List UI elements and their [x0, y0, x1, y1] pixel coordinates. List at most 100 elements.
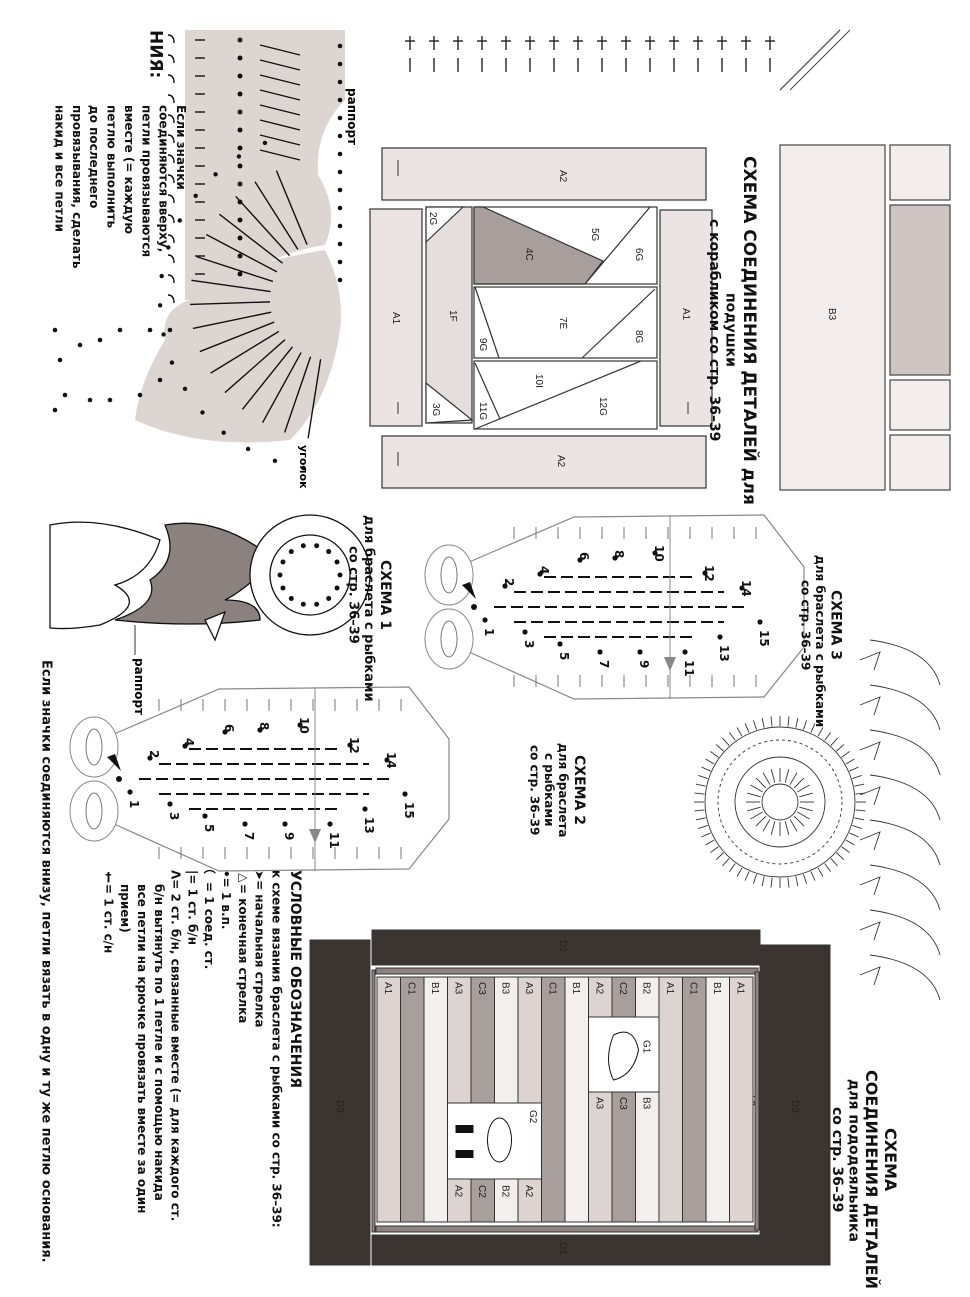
label-g1: G1 [641, 1040, 652, 1054]
stripe-label-B1: B1 [711, 982, 722, 995]
scheme2-row-dot [297, 722, 303, 728]
piece-d2 [759, 944, 831, 1266]
scheme3-row-dot [597, 649, 603, 655]
label-d2: D2 [789, 1100, 800, 1113]
scheme3-line2: для браслета с рыбками [812, 555, 827, 728]
scheme3-eye-icon [440, 556, 458, 594]
g2-below-label-A2: A2 [453, 1185, 464, 1198]
stripe-C1 [541, 976, 566, 1223]
stripe-A1 [376, 976, 401, 1223]
scheme3-row-dot [612, 555, 618, 561]
label-6g: 6G [633, 248, 644, 262]
label-g2: G2 [527, 1110, 538, 1124]
stripe-label-B2: B2 [641, 982, 652, 995]
g1-below-label-B3: B3 [641, 1097, 652, 1110]
g2-below-label-A2: A2 [523, 1185, 534, 1198]
scheme3-row-number-12: 12 [702, 565, 716, 582]
scheme3-row-number-9: 9 [637, 660, 651, 668]
label-10i: 10I [533, 374, 544, 388]
scheme3-title: СХЕМА 3 [827, 589, 844, 660]
scheme2-row-dot [167, 801, 173, 807]
scheme3-row-dot [682, 649, 688, 655]
scheme2-row-number-3: 3 [167, 812, 181, 820]
piece-a1-right [659, 209, 713, 427]
label-d3: D3 [334, 1100, 345, 1113]
scheme2-row-dot [222, 729, 228, 735]
scheme3-start-arrow-icon [462, 582, 476, 599]
cushion-title-line: СХЕМА СОЕДИНЕНИЯ ДЕТАЛЕЙ для [738, 155, 759, 505]
scheme2-row-dot [384, 757, 390, 763]
edging-note-line: провязывания, сделать [69, 105, 84, 269]
label-a1-right: A1 [680, 308, 691, 321]
scheme2-row-dot [257, 727, 263, 733]
scheme3-caption: СХЕМА 3 для браслета с рыбками со стр. 3… [798, 555, 844, 728]
label-a2-top: A2 [557, 170, 568, 183]
stripe-label-C3: C3 [476, 982, 487, 995]
legend-symbol-icon: ➤ [252, 870, 267, 881]
scheme3-row-number-8: 8 [612, 550, 626, 558]
legend-symbol-icon: ▷ [235, 870, 250, 884]
scheme2-row-number-10: 10 [297, 717, 311, 734]
label-2g: 2G [427, 212, 438, 226]
legend-text: = конечная стрелка [235, 884, 250, 1024]
legend-item: все петли на крючке провязать вместе за … [133, 870, 150, 1228]
scheme2-start-dot [116, 776, 122, 782]
legend-item: †= 1 ст. с/н [100, 870, 117, 1228]
label-7e: 7E [557, 317, 568, 330]
legend-item: •= 1 в.п. [217, 870, 234, 1228]
scheme2-row-dot [362, 806, 368, 812]
scheme2-row-number-2: 2 [147, 750, 161, 758]
stripe-B1 [423, 976, 448, 1223]
legend-symbol-icon: Λ [168, 870, 183, 880]
edging-note-line: Если значки [174, 105, 189, 190]
stripe-label-A3: A3 [523, 982, 534, 995]
scheme3-row-dot [637, 649, 643, 655]
stripe-label-B1: B1 [570, 982, 581, 995]
scheme2-row-dot [347, 742, 353, 748]
diagonal-edge-line [789, 29, 851, 91]
scheme3-row-dot [739, 585, 745, 591]
scheme3-row-number-7: 7 [597, 660, 611, 668]
scheme3-row-dot [577, 557, 583, 563]
scheme2-head-lobe [69, 780, 119, 842]
label-12g: 12G [597, 397, 608, 416]
stripe-label-A1: A1 [382, 982, 393, 995]
legend-symbol-icon: ⌒ [202, 870, 217, 882]
label-corner: уголок [297, 445, 310, 489]
edging-note-line: петлю выполнить [104, 105, 119, 229]
scheme3-row-number-3: 3 [522, 640, 536, 648]
cushion-subtitle: подушки [722, 293, 739, 367]
duvet-scheme-title: СХЕМА СОЕДИНЕНИЯ ДЕТАЛЕЙ для пододеяльни… [828, 1070, 900, 1289]
legend-text: = начальная стрелка [252, 880, 267, 1028]
scheme2-row-number-12: 12 [347, 737, 361, 754]
g1-below-label-A3: A3 [594, 1097, 605, 1110]
legend-title: УСЛОВНЫЕ ОБОЗНАЧЕНИЯ [287, 870, 303, 1088]
legend-item: Λ= 2 ст. б/н, связанные вместе (= для ка… [167, 870, 184, 1228]
label-1f: 1F [447, 310, 458, 322]
scheme3-row-dot [652, 550, 658, 556]
legend-text: б/н вытянуть по 1 петле и с помощью наки… [151, 884, 166, 1201]
duvet-title-line4: со стр. 36–39 [828, 1107, 845, 1213]
scheme1-caption: СХЕМА 1 для браслета с рыбками со стр. 3… [345, 515, 393, 702]
label-d1-top: D1 [557, 940, 568, 953]
legend-item: |= 1 ст. б/н [184, 870, 201, 1228]
scheme3-eye-icon [440, 620, 458, 658]
scheme2-line2: для браслета [556, 742, 571, 838]
legend-item: прием) [116, 870, 133, 1228]
piece-2g [425, 206, 465, 244]
scheme2-row-dot [147, 755, 153, 761]
stripe-label-C1: C1 [406, 982, 417, 995]
scheme3-row-number-5: 5 [557, 652, 571, 660]
scheme2-caption: СХЕМА 2 для браслета с рыбками со стр. 3… [527, 735, 587, 845]
scheme2-row-number-7: 7 [242, 832, 256, 840]
edging-note-line: до последнего [87, 105, 102, 209]
stripe-B1 [564, 976, 589, 1223]
scheme3-row-number-10: 10 [652, 545, 666, 562]
stripe-label-C2: C2 [617, 982, 628, 995]
legend-text: прием) [118, 884, 133, 933]
label-b3: B3 [826, 308, 837, 321]
stripe-label-A1: A1 [664, 982, 675, 995]
